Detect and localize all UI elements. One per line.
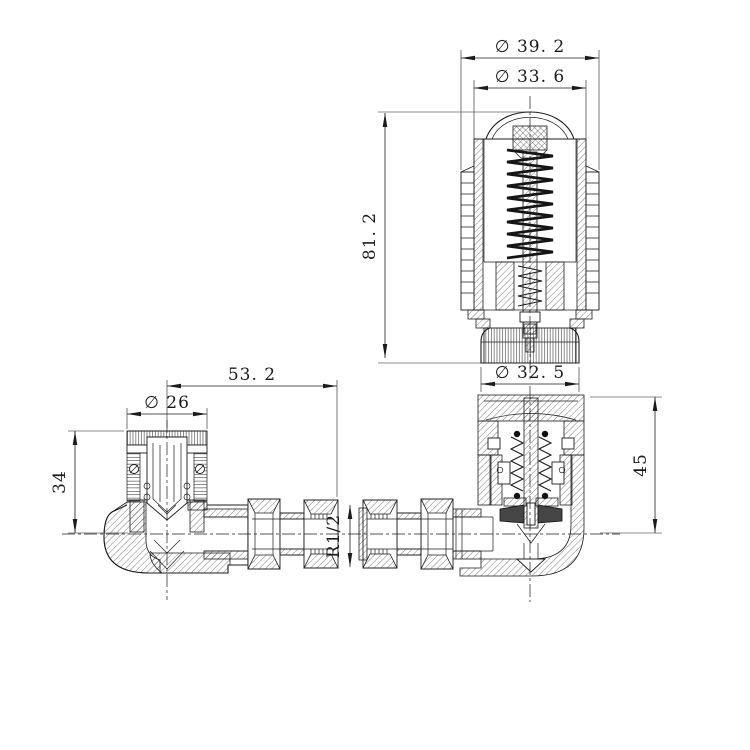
head-main-spring [506, 148, 554, 260]
head-dome-inner-line [491, 117, 569, 140]
angle-valve-section-view [103, 430, 339, 574]
head-grip-shell-right [585, 171, 600, 311]
grip-rib-lines-right [586, 182, 599, 294]
valve-disc-left [499, 504, 525, 524]
dim-right-valve-height: 45 [631, 453, 651, 477]
dim-head-base-dia: ∅ 32. 5 [495, 363, 565, 383]
dim-head-upper-dia: ∅ 33. 6 [495, 67, 565, 87]
dim-left-valve-height: 34 [50, 470, 70, 494]
spindle-housing [146, 436, 188, 521]
valve-disc-right [537, 504, 563, 524]
grip-rib-lines-left [461, 182, 474, 294]
head-grip-shell-left [460, 171, 475, 311]
dim-head-height: 81. 2 [360, 212, 380, 260]
dim-left-valve-length: 53. 2 [228, 365, 276, 385]
body-stem [523, 397, 539, 529]
head-right-wall [576, 138, 587, 311]
dim-head-outer-dia: ∅ 39. 2 [495, 37, 565, 57]
head-gland-right [545, 261, 565, 311]
thermostatic-valve-body-section-view [358, 394, 585, 577]
bonnet-left-column [126, 452, 141, 502]
dimension-annotations: ∅ 39. 2 ∅ 33. 6 81. 2 ∅ 32. 5 53. 2 ∅ 26… [50, 37, 662, 567]
dim-left-cap-dia: ∅ 26 [144, 393, 190, 413]
head-gland-left [495, 261, 515, 311]
dim-thread-size: R1/2 [324, 514, 344, 558]
bonnet-right-column [193, 452, 208, 502]
head-dome-outline [485, 111, 575, 140]
body-spring-right [537, 436, 553, 492]
body-elbow-wall [459, 454, 585, 577]
valve-left-wall [103, 501, 161, 574]
head-left-wall [473, 138, 484, 311]
body-spring-left [509, 436, 525, 492]
